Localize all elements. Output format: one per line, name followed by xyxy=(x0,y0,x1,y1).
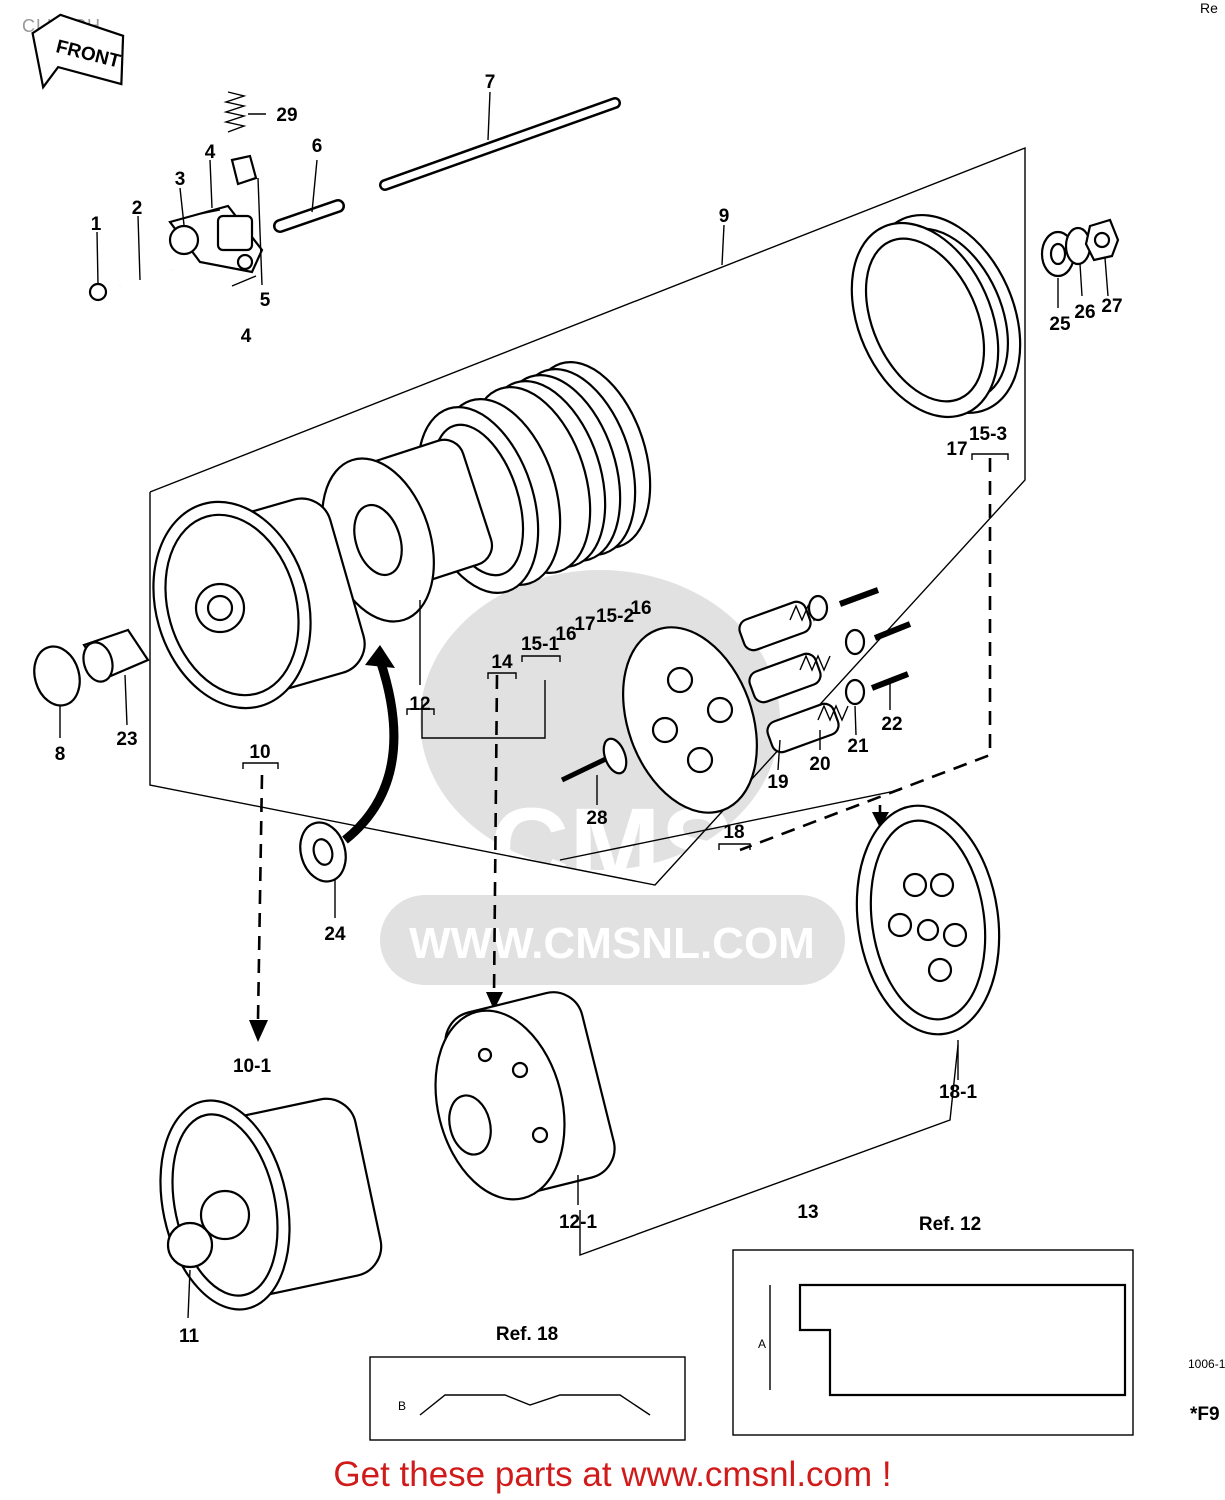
callout-9: 9 xyxy=(719,206,730,227)
callout-29: 29 xyxy=(276,105,297,126)
assembly-frame xyxy=(149,146,1026,886)
callout-13: 13 xyxy=(797,1202,818,1223)
pushrod xyxy=(379,97,621,191)
callout-5: 5 xyxy=(260,290,271,311)
pushrod-28 xyxy=(560,737,628,783)
inset-ref18-title: Ref. 18 xyxy=(496,1324,558,1345)
callout-15-1: 15-1 xyxy=(521,634,559,655)
callout-19: 19 xyxy=(767,772,788,793)
callout-26: 26 xyxy=(1074,302,1095,323)
callout-15-2: 15-2 xyxy=(596,606,634,627)
callout-6: 6 xyxy=(312,136,323,157)
callout-16a: 16 xyxy=(555,624,576,645)
callout-11: 11 xyxy=(179,1326,200,1347)
assembly-arrow-icon xyxy=(342,658,399,844)
inset-ref12-dim: A xyxy=(758,1337,766,1351)
callout-1: 1 xyxy=(91,214,102,235)
thrust-washer-8 xyxy=(33,645,81,707)
release-lever-assembly xyxy=(88,154,264,302)
callout-12: 12 xyxy=(409,694,430,715)
inset-ref18-dim: B xyxy=(398,1399,406,1413)
leader-lines xyxy=(59,91,1109,1319)
pressure-plate-alt xyxy=(855,804,1001,1036)
clutch-hub-alt xyxy=(434,991,616,1201)
callout-17b: 17 xyxy=(946,439,967,460)
callout-7: 7 xyxy=(485,72,496,93)
callout-8: 8 xyxy=(55,744,66,765)
callout-17a: 17 xyxy=(574,614,595,635)
callout-24: 24 xyxy=(324,924,346,945)
callout-18-1: 18-1 xyxy=(939,1082,977,1103)
inset-ref-12: Ref. 12 A xyxy=(732,1214,1134,1436)
bushing-23 xyxy=(82,628,150,683)
callout-10: 10 xyxy=(249,742,270,763)
callout-labels: 1 2 3 4 4 5 6 7 8 9 10 10-1 11 12 12-1 1… xyxy=(55,72,1123,1347)
corner-code: 1006-1 xyxy=(1188,1357,1225,1371)
callout-21: 21 xyxy=(847,736,869,757)
callout-25: 25 xyxy=(1049,314,1071,335)
clutch-housing-alt xyxy=(159,1097,383,1311)
callout-10-1: 10-1 xyxy=(233,1056,271,1077)
clutch-housing xyxy=(152,497,366,710)
front-arrow-icon: FRONT xyxy=(31,13,125,90)
inset-ref-18: Ref. 18 B xyxy=(369,1324,686,1441)
friction-plates-right xyxy=(850,213,1022,419)
callout-20: 20 xyxy=(809,754,830,775)
corner-mark: *F9 xyxy=(1190,1404,1220,1425)
callout-4a: 4 xyxy=(205,142,216,163)
callout-4b: 4 xyxy=(241,326,252,347)
watermark-url-pill xyxy=(380,895,845,985)
clutch-hub xyxy=(321,438,494,623)
callout-12-1: 12-1 xyxy=(559,1212,597,1233)
corner-reference-text: Re xyxy=(1200,0,1218,16)
watermark-url: WWW.CMSNL.COM xyxy=(409,919,815,968)
callout-22: 22 xyxy=(881,714,902,735)
callout-28: 28 xyxy=(586,808,607,829)
callout-18: 18 xyxy=(723,822,744,843)
callout-23: 23 xyxy=(116,729,137,750)
callout-2: 2 xyxy=(132,198,143,219)
callout-27: 27 xyxy=(1101,296,1122,317)
spring xyxy=(223,91,247,133)
footer-promo-link[interactable]: Get these parts at www.cmsnl.com ! xyxy=(333,1455,892,1494)
callout-3: 3 xyxy=(175,169,186,190)
callout-14: 14 xyxy=(491,652,513,673)
callout-15-3: 15-3 xyxy=(969,424,1007,445)
spring-washers-and-bolts xyxy=(807,587,912,706)
inset-ref12-title: Ref. 12 xyxy=(919,1214,981,1235)
nut-washer-set xyxy=(1040,218,1120,278)
callout-16b: 16 xyxy=(630,598,651,619)
pin xyxy=(273,199,345,233)
